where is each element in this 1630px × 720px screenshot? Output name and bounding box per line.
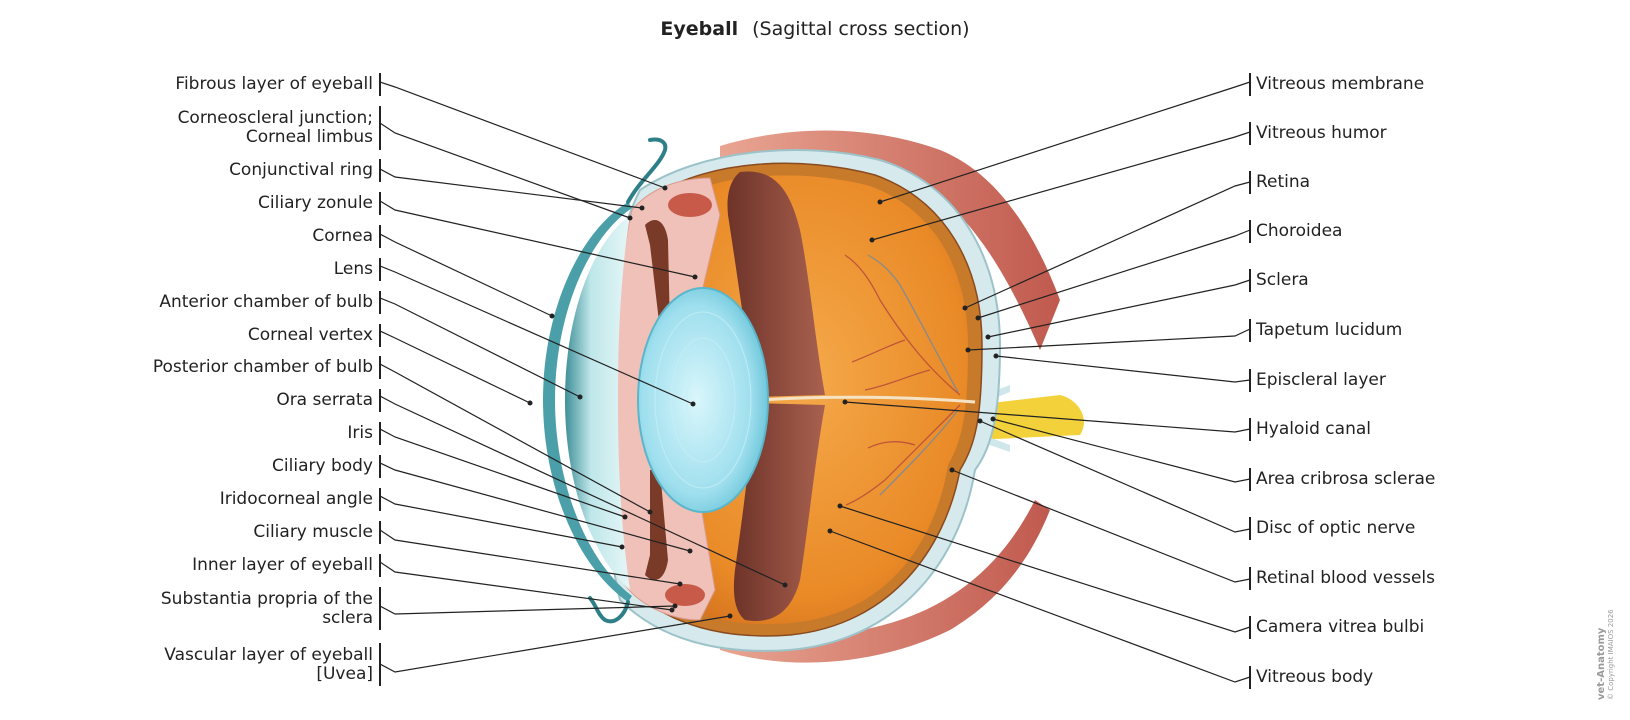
label-ciliary-muscle: Ciliary muscle xyxy=(253,522,373,542)
leader-ora-serrata xyxy=(379,395,786,586)
label-conjunctival-ring: Conjunctival ring xyxy=(229,160,373,180)
optic-nerve xyxy=(975,395,1084,440)
label-lens: Lens xyxy=(333,259,373,279)
leader-area-cribrosa xyxy=(992,418,1251,483)
label-hyaloid-canal: Hyaloid canal xyxy=(1256,419,1371,439)
ciliary-muscle-upper xyxy=(668,193,712,217)
label-vitreous-humor: Vitreous humor xyxy=(1256,123,1387,143)
label-corneal-vertex: Corneal vertex xyxy=(247,325,373,345)
leader-retina xyxy=(964,181,1251,309)
leader-ciliary-body xyxy=(379,462,691,552)
leader-posterior-chamber xyxy=(379,363,651,513)
leader-cornea xyxy=(379,233,553,317)
leader-vascular-layer xyxy=(379,615,731,673)
label-vascular-layer: Vascular layer of eyeball [Uvea] xyxy=(164,646,373,684)
label-corneoscleral-junction-line1: Corneoscleral junction; xyxy=(177,108,373,128)
retinal-vessels xyxy=(844,254,961,506)
page-title: Eyeball (Sagittal cross section) xyxy=(0,18,1630,40)
anterior-chamber-shape xyxy=(565,215,630,590)
title-subtitle: (Sagittal cross section) xyxy=(752,18,970,40)
leader-tapetum-lucidum xyxy=(967,328,1251,351)
leader-lens xyxy=(379,265,694,405)
label-sclera: Sclera xyxy=(1256,270,1309,290)
leader-ciliary-zonule xyxy=(379,200,696,278)
leader-fibrous-layer xyxy=(379,81,666,189)
leader-vitreous-body xyxy=(829,530,1251,683)
label-retinal-blood-vessels: Retinal blood vessels xyxy=(1256,568,1435,588)
label-ciliary-zonule: Ciliary zonule xyxy=(258,193,373,213)
leader-episcleral-layer xyxy=(995,355,1251,383)
leader-sclera xyxy=(987,279,1251,338)
leader-hyaloid-canal xyxy=(844,401,1251,433)
vitreous-body-shape xyxy=(640,175,968,625)
title-main: Eyeball xyxy=(660,18,739,40)
leader-vitreous-membrane xyxy=(879,81,1251,203)
label-corneoscleral-junction-line2: Corneal limbus xyxy=(245,127,373,147)
cornea-shape xyxy=(543,202,632,602)
leader-iris xyxy=(379,428,626,518)
leader-retinal-blood-vessels xyxy=(951,469,1251,583)
lens-shape xyxy=(637,287,769,513)
leader-endpoints xyxy=(527,185,999,619)
leader-camera-vitrea xyxy=(839,505,1251,633)
watermark-copyright: © Copyright IMAIOS 2026 xyxy=(1607,609,1615,700)
label-retina: Retina xyxy=(1256,172,1311,192)
label-substantia-propria-line2: sclera xyxy=(322,608,373,628)
retinal-vessels-blue xyxy=(867,254,959,496)
label-iris: Iris xyxy=(347,423,373,443)
label-cornea: Cornea xyxy=(312,226,373,246)
leader-disc-optic-nerve xyxy=(979,420,1251,533)
leader-ciliary-muscle xyxy=(379,529,681,585)
leader-choroidea xyxy=(977,229,1251,319)
leader-corneoscleral-junction xyxy=(379,122,631,219)
label-camera-vitrea: Camera vitrea bulbi xyxy=(1256,617,1425,637)
label-substantia-propria-line1: Substantia propria of the xyxy=(160,589,373,609)
label-ciliary-body: Ciliary body xyxy=(272,456,373,476)
label-vascular-layer-line2: [Uvea] xyxy=(316,664,373,684)
leader-corneal-vertex xyxy=(379,330,531,404)
label-iridocorneal-angle: Iridocorneal angle xyxy=(219,489,373,509)
leader-lines xyxy=(379,81,1251,683)
label-inner-layer: Inner layer of eyeball xyxy=(192,555,373,575)
label-episcleral-layer: Episcleral layer xyxy=(1256,370,1386,390)
watermark-brand: vet-Anatomy xyxy=(1596,627,1607,700)
watermark: vet-Anatomy © Copyright IMAIOS 2026 xyxy=(1596,609,1616,700)
label-choroidea: Choroidea xyxy=(1256,221,1343,241)
leader-substantia-propria xyxy=(379,605,676,615)
label-substantia-propria: Substantia propria of the sclera xyxy=(161,590,373,628)
leader-inner-layer xyxy=(379,561,673,611)
label-brackets xyxy=(379,73,1251,689)
label-tapetum-lucidum: Tapetum lucidum xyxy=(1256,320,1403,340)
extraocular-muscle-upper xyxy=(720,130,1060,350)
label-posterior-chamber: Posterior chamber of bulb xyxy=(152,357,373,377)
conjunctiva-lower xyxy=(588,596,630,624)
ciliary-muscle-lower xyxy=(665,584,705,606)
hyaloid-line xyxy=(759,395,976,404)
label-vascular-layer-line1: Vascular layer of eyeball xyxy=(164,645,373,665)
label-anterior-chamber: Anterior chamber of bulb xyxy=(159,292,373,312)
leader-conjunctival-ring xyxy=(379,168,643,209)
label-disc-optic-nerve: Disc of optic nerve xyxy=(1256,518,1416,538)
label-ora-serrata: Ora serrata xyxy=(276,390,373,410)
leader-vitreous-humor xyxy=(871,131,1251,241)
label-fibrous-layer: Fibrous layer of eyeball xyxy=(175,74,373,94)
lens-rings xyxy=(654,311,752,489)
leader-anterior-chamber xyxy=(379,297,581,398)
iris-upper xyxy=(645,220,670,330)
leader-iridocorneal-angle xyxy=(379,495,623,548)
label-corneoscleral-junction: Corneoscleral junction; Corneal limbus xyxy=(178,109,373,147)
label-vitreous-body: Vitreous body xyxy=(1256,667,1374,687)
label-vitreous-membrane: Vitreous membrane xyxy=(1256,74,1425,94)
label-area-cribrosa: Area cribrosa sclerae xyxy=(1256,469,1436,489)
conjunctiva-upper xyxy=(626,137,668,204)
